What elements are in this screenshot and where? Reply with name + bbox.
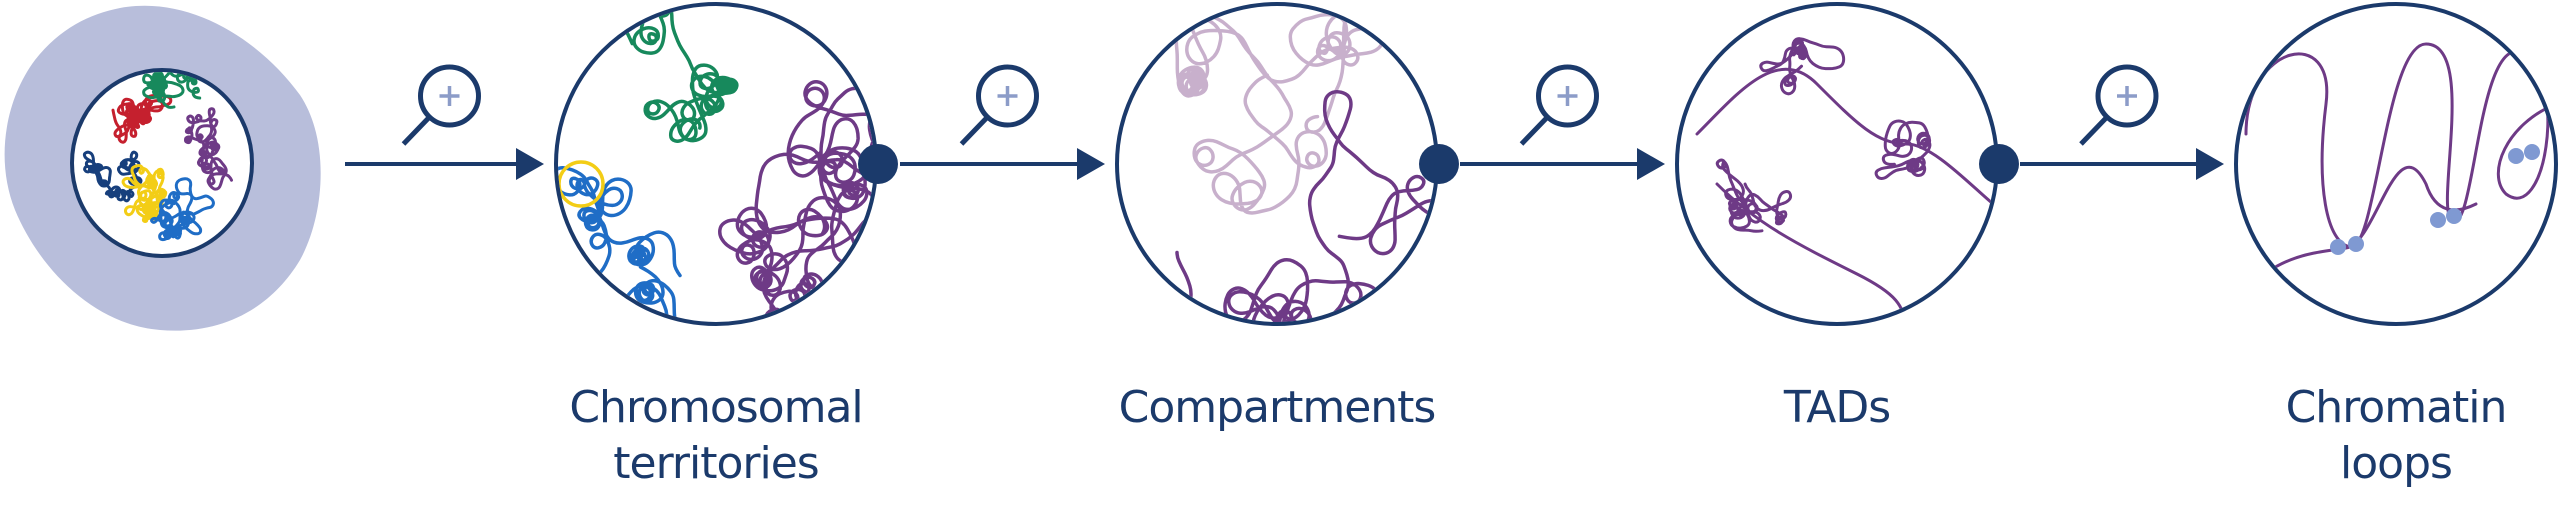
nucleus-chromosomes bbox=[82, 72, 233, 242]
chromatin-strand bbox=[718, 80, 874, 322]
arrow-right-icon bbox=[1077, 148, 1105, 180]
chromosome-territory bbox=[150, 177, 215, 242]
chromosome-territory bbox=[111, 93, 173, 144]
zoom-in-arrow bbox=[345, 64, 544, 180]
chromosome-territory bbox=[121, 164, 168, 224]
plus-icon bbox=[1557, 86, 1578, 106]
plus-icon bbox=[997, 86, 1018, 106]
stage-circle-outline bbox=[1115, 2, 1439, 326]
label-compartments: Compartments bbox=[1067, 380, 1487, 436]
magnifier-plus-icon bbox=[401, 64, 481, 146]
plus-icon bbox=[2117, 86, 2137, 106]
inactive-compartment-strand bbox=[1144, 6, 1386, 215]
chromosome-territory bbox=[82, 150, 143, 203]
chromatin-loops-view bbox=[2238, 42, 2554, 296]
chromosomal-territories-view bbox=[558, 6, 874, 322]
tad-domain bbox=[1715, 158, 1793, 233]
cell-illustration bbox=[4, 5, 321, 331]
label-tads: TADs bbox=[1627, 380, 2047, 436]
label-line: loops bbox=[2340, 438, 2453, 489]
stage-circle-outline bbox=[2234, 2, 2558, 326]
label-line: Compartments bbox=[1118, 382, 1437, 433]
chromatin-loops-view-content bbox=[2238, 42, 2554, 296]
loop-anchor-protein bbox=[2430, 212, 2446, 228]
dot-icon bbox=[1419, 144, 1459, 184]
compartments-view bbox=[1144, 6, 1435, 322]
loop-anchor-protein bbox=[2446, 208, 2462, 224]
chromosomal-territories-view-content bbox=[558, 6, 874, 322]
label-line: Chromosomal bbox=[569, 382, 863, 433]
label-chromosomal-territories: Chromosomal territories bbox=[506, 380, 926, 492]
magnifier-plus-icon bbox=[1519, 64, 1599, 146]
active-compartment-strand bbox=[1165, 89, 1435, 322]
label-line: Chromatin bbox=[2285, 382, 2508, 433]
zoom-in-arrow bbox=[1460, 64, 1665, 180]
zoom-in-arrow bbox=[2020, 64, 2224, 180]
dot-icon bbox=[858, 144, 898, 184]
tad-domain bbox=[1874, 119, 1932, 181]
magnifier-plus-icon bbox=[2079, 64, 2159, 146]
arrow-right-icon bbox=[516, 148, 544, 180]
chromosome-territory bbox=[142, 72, 202, 109]
chromatin-loop-strand bbox=[2244, 42, 2554, 249]
arrow-right-icon bbox=[2196, 148, 2224, 180]
label-chromatin-loops: Chromatin loops bbox=[2186, 380, 2560, 492]
tads-view-content bbox=[1695, 37, 1995, 322]
label-line: territories bbox=[613, 438, 819, 489]
loop-anchor-protein bbox=[2508, 148, 2524, 164]
chromatin-strand bbox=[558, 165, 682, 322]
loop-anchor-protein bbox=[2330, 239, 2346, 255]
label-line: TADs bbox=[1783, 382, 1891, 433]
dot-icon bbox=[1979, 144, 2019, 184]
magnifier-handle bbox=[2079, 115, 2109, 146]
chromatin-strand bbox=[1695, 67, 1995, 216]
loop-anchor-protein bbox=[2348, 236, 2364, 252]
compartments-view-content bbox=[1144, 6, 1435, 322]
chromatin-strand bbox=[620, 6, 739, 143]
magnifier-handle bbox=[1519, 115, 1550, 146]
loop-anchor-protein bbox=[2524, 144, 2540, 160]
zoom-in-arrow bbox=[900, 64, 1105, 180]
chromosome-territory bbox=[183, 107, 233, 191]
arrow-right-icon bbox=[1637, 148, 1665, 180]
magnifier-handle bbox=[959, 115, 990, 146]
plus-icon bbox=[439, 86, 460, 106]
tad-domain bbox=[1759, 37, 1846, 96]
chromatin-loop-strand bbox=[2238, 165, 2478, 296]
tads-view bbox=[1695, 37, 1995, 322]
magnifier-plus-icon bbox=[959, 64, 1039, 146]
magnifier-handle bbox=[401, 115, 432, 146]
chromatin-strand bbox=[1715, 182, 1919, 322]
